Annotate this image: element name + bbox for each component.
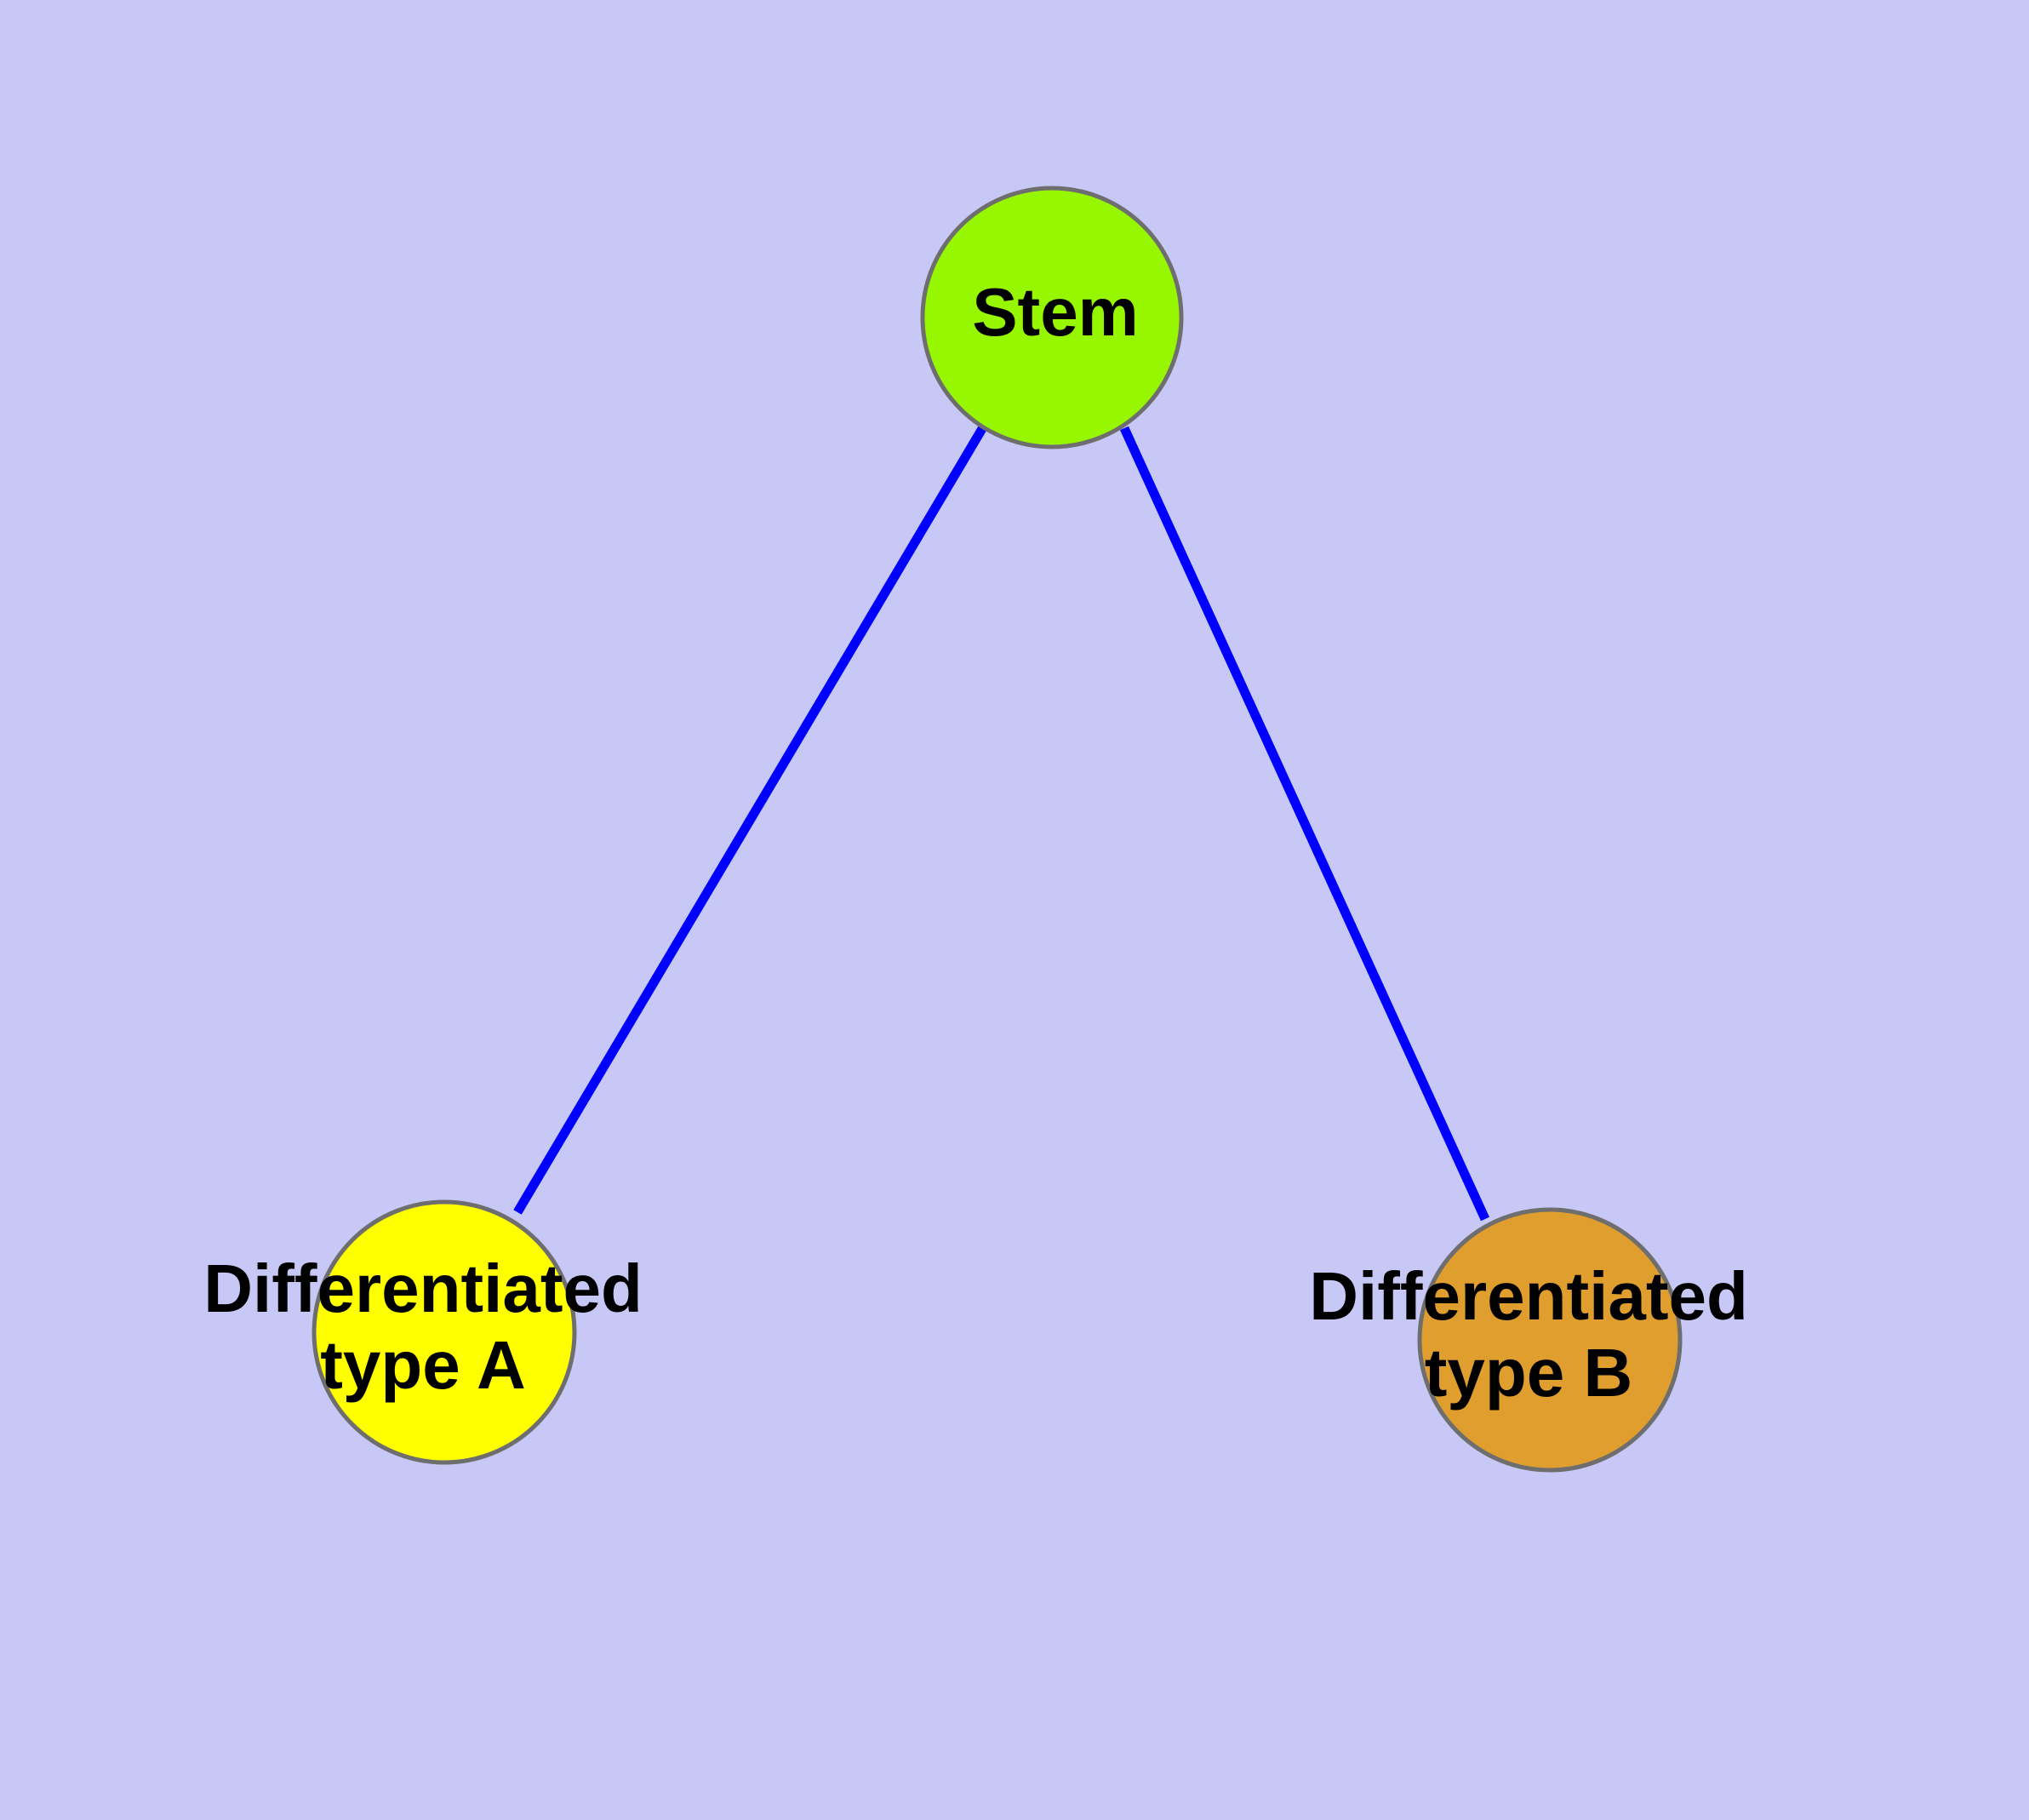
label-line: Differentiated — [1309, 1258, 1748, 1334]
label-line: type B — [1425, 1335, 1633, 1411]
edges-group — [513, 425, 1490, 1222]
graph-edge-stem-to-diff-b[interactable] — [1119, 426, 1490, 1222]
graph-node-diff_b[interactable] — [1417, 1207, 1683, 1473]
label-line: type A — [320, 1327, 526, 1403]
label-line: Differentiated — [203, 1251, 643, 1326]
graph-edge-stem-to-diff-a[interactable] — [513, 425, 987, 1215]
graph-node-diff_a[interactable] — [311, 1199, 577, 1465]
graph-node-label-stem: Stem — [972, 274, 1139, 350]
graph-node-stem[interactable] — [920, 186, 1184, 449]
label-line: Stem — [972, 274, 1139, 350]
